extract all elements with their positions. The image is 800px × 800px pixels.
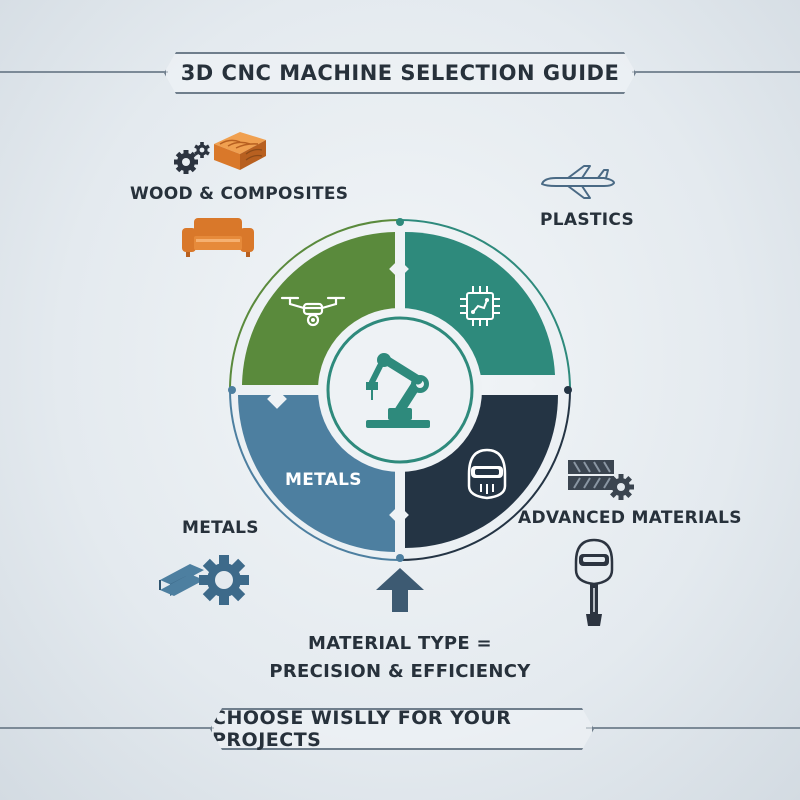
conclusion-line-1: MATERIAL TYPE = [308, 633, 492, 654]
wood-block-icon [214, 132, 266, 170]
footer-banner: CHOOSE WISLLY FOR YOUR PROJECTS [0, 708, 800, 748]
conclusion-text: MATERIAL TYPE = PRECISION & EFFICIENCY [240, 630, 560, 686]
conclusion-line-2: PRECISION & EFFICIENCY [269, 661, 531, 682]
arrow-up-icon [376, 568, 424, 612]
airplane-icon [541, 165, 615, 199]
wood-composites-label: WOOD & COMPOSITES [130, 184, 349, 204]
title-banner: 3D CNC MACHINE SELECTION GUIDE [0, 52, 800, 92]
gear-icon [174, 142, 210, 174]
footer-text: CHOOSE WISLLY FOR YOUR PROJECTS [210, 708, 594, 750]
steel-beam-icon [159, 564, 204, 596]
sofa-icon [182, 218, 254, 257]
chip-icon [460, 286, 500, 326]
metals-label: METALS [182, 518, 259, 538]
robot-arm-icon [366, 353, 430, 428]
page-title: 3D CNC MACHINE SELECTION GUIDE [164, 52, 636, 94]
gear-icon [608, 474, 634, 500]
helmet-icon [467, 448, 507, 500]
plastics-label: PLASTICS [540, 210, 635, 230]
drone-icon [280, 296, 346, 327]
gear-icon [199, 555, 249, 605]
carbon-fiber-icon [568, 460, 614, 490]
prosthetic-icon [574, 538, 614, 626]
advanced-materials-label: ADVANCED MATERIALS [518, 508, 742, 528]
wheel-metals-label: METALS [285, 470, 362, 490]
